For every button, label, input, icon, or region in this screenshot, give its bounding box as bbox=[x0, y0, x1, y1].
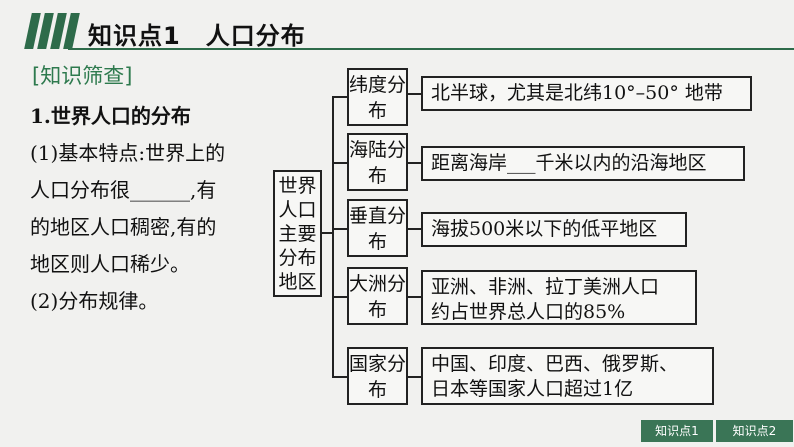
connector bbox=[332, 96, 334, 378]
detail-box: 中国、印度、巴西、俄罗斯、 日本等国家人口超过1亿 bbox=[421, 347, 714, 405]
text-line: 地区则人口稀少。 bbox=[30, 252, 190, 276]
text-line: (2)分布规律。 bbox=[30, 289, 159, 313]
connector bbox=[332, 162, 347, 164]
category-box: 海陆分布 bbox=[347, 133, 408, 191]
section-label: [知识筛查] bbox=[32, 64, 133, 88]
header-underline bbox=[68, 48, 794, 50]
category-box: 纬度分布 bbox=[347, 68, 408, 126]
connector bbox=[332, 96, 347, 98]
detail-box: 海拔500米以下的低平地区 bbox=[421, 212, 687, 247]
nav-button-knowledge-2[interactable]: 知识点2 bbox=[716, 420, 793, 442]
category-box: 大洲分布 bbox=[347, 267, 408, 325]
connector bbox=[407, 162, 421, 164]
nav-button-knowledge-1[interactable]: 知识点1 bbox=[641, 420, 713, 442]
connector bbox=[332, 228, 347, 230]
connector bbox=[407, 296, 421, 298]
category-box: 垂直分布 bbox=[347, 199, 408, 257]
text-line: (1)基本特点:世界上的 bbox=[30, 141, 226, 165]
detail-box: 北半球，尤其是北纬10°–50° 地带 bbox=[421, 76, 752, 111]
text-line: 人口分布很______,有 bbox=[30, 178, 217, 202]
text-line: 的地区人口稠密,有的 bbox=[30, 215, 217, 239]
connector bbox=[407, 93, 421, 95]
category-box: 国家分布 bbox=[347, 347, 408, 405]
connector bbox=[321, 232, 334, 234]
connector bbox=[332, 296, 347, 298]
connector bbox=[407, 376, 421, 378]
detail-box: 距离海岸___千米以内的沿海地区 bbox=[421, 146, 745, 181]
text-line: 1.世界人口的分布 bbox=[30, 104, 191, 128]
detail-box: 亚洲、非洲、拉丁美洲人口 约占世界总人口的85% bbox=[421, 270, 697, 325]
connector bbox=[332, 376, 347, 378]
diagram-root: 世界人口主要分布地区 bbox=[273, 170, 322, 297]
connector bbox=[407, 228, 421, 230]
page-title: 知识点1 人口分布 bbox=[88, 22, 306, 50]
